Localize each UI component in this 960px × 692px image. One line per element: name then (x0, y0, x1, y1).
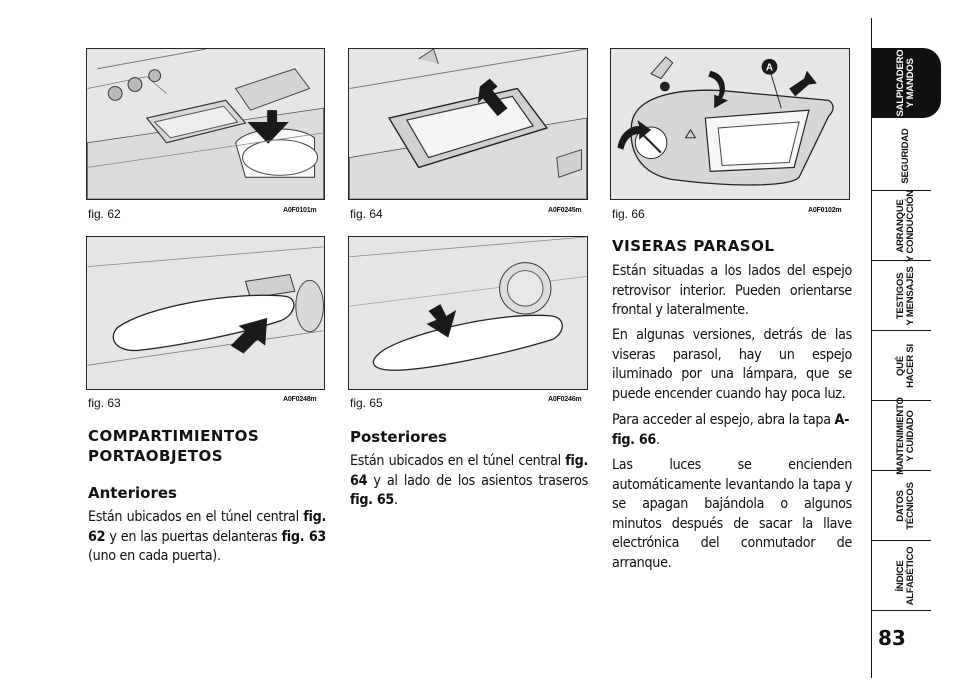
figure-66-image: A (610, 48, 850, 200)
figure-66-code: A0F0102m (808, 207, 842, 214)
figure-63-code: A0F0248m (283, 396, 317, 403)
ref-fig-64: fig. 64 (350, 453, 588, 489)
tab-separator (871, 540, 931, 541)
figure-64-image (348, 48, 588, 200)
ref-fig-66: A-fig. 66 (612, 412, 850, 448)
tab-separator (871, 610, 931, 611)
tab-seguridad[interactable]: SEGURIDAD (871, 122, 941, 191)
paragraph-viseras-3: Para acceder al espejo, abra la tapa A-f… (612, 411, 852, 450)
tab-line2: Y CONDUCCIÓN (905, 190, 916, 262)
figure-65-code: A0F0246m (548, 396, 582, 403)
figure-66-caption: fig. 66 (612, 207, 645, 221)
subheading-anteriores: Anteriores (88, 484, 177, 502)
tab-line1: SEGURIDAD (900, 128, 911, 184)
text-part: Están ubicados en el túnel central (350, 453, 566, 469)
tab-separator (871, 400, 931, 401)
tab-line2: HACER SI (905, 344, 916, 388)
text-part: y en las puertas delanteras (105, 528, 282, 545)
figure-62-image (86, 48, 325, 200)
rear-side-pocket-illustration (349, 237, 587, 389)
tab-line2: Y MANDOS (905, 58, 916, 108)
sun-visor-illustration: A (611, 49, 849, 199)
tab-separator (871, 190, 931, 191)
tab-line2: Y MENSAJES (905, 266, 916, 326)
figure-63-caption: fig. 63 (88, 396, 121, 410)
text-part: y al lado de los asientos traseros (367, 472, 588, 489)
tab-line2: TÉCNICOS (905, 482, 916, 530)
figure-62-code: A0F0101m (283, 207, 317, 214)
tab-line2: ALFABÉTICO (905, 546, 916, 606)
text-part: Están ubicados en el túnel central (88, 509, 304, 525)
section-heading-line1: COMPARTIMIENTOS (88, 427, 260, 445)
tab-label: SEGURIDAD (900, 128, 911, 184)
ref-fig-65: fig. 65 (350, 492, 395, 508)
figure-64-caption: fig. 64 (350, 207, 383, 221)
text-part: (uno en cada puerta). (88, 548, 221, 564)
subheading-posteriores: Posteriores (350, 428, 447, 446)
figure-65-caption: fig. 65 (350, 396, 383, 410)
center-console-illustration (87, 49, 324, 199)
figure-65-image (348, 236, 588, 390)
section-heading-line2: PORTAOBJETOS (88, 447, 224, 465)
figure-64-code: A0F0245m (548, 207, 582, 214)
section-heading-viseras: VISERAS PARASOL (612, 237, 775, 255)
text-part: Para acceder al espejo, abra la tapa (612, 412, 835, 428)
paragraph-anteriores: Están ubicados en el túnel central fig. … (88, 508, 326, 567)
figure-66-label-a: A (766, 63, 773, 74)
door-pocket-illustration (87, 237, 324, 389)
paragraph-posteriores: Están ubicados en el túnel central fig. … (350, 452, 588, 511)
rear-console-illustration (349, 49, 587, 199)
tab-separator (871, 260, 931, 261)
figure-62-caption: fig. 62 (88, 207, 121, 221)
tab-separator (871, 470, 931, 471)
paragraph-viseras-2: En algunas versiones, detrás de las vise… (612, 327, 852, 402)
paragraph-viseras-4: Las luces se encienden automáticamente l… (612, 457, 852, 571)
text-part: . (394, 492, 398, 508)
tab-column-divider (871, 18, 872, 678)
text-part: . (656, 431, 660, 448)
page-number: 83 (878, 626, 906, 650)
paragraph-viseras-1: Están situadas a los lados del espejo re… (612, 263, 852, 318)
ref-fig-62: fig. 62 (88, 509, 326, 545)
ref-fig-63: fig. 63 (281, 528, 327, 545)
figure-63-image (86, 236, 325, 390)
tab-separator (871, 330, 931, 331)
tab-line2: Y CUIDADO (905, 410, 916, 462)
